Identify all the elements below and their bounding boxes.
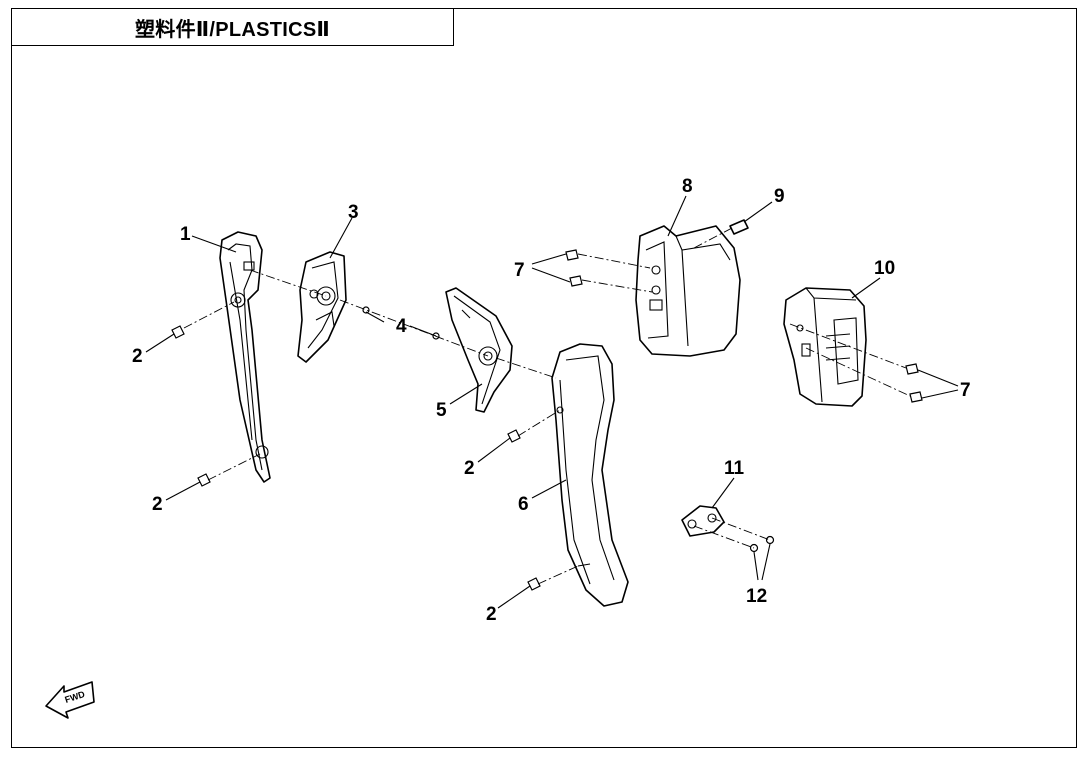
callout-7a: 7 [514,260,525,281]
callout-10: 10 [874,258,895,279]
screws [171,249,923,591]
leader-lines [145,195,959,609]
callout-3: 3 [348,202,359,223]
callout-2a: 2 [132,346,143,367]
callout-2b: 2 [152,494,163,515]
callout-7b: 7 [960,380,971,401]
callout-8: 8 [682,176,693,197]
callout-12: 12 [746,586,767,607]
part-1-side-panel [219,231,271,483]
callout-2d: 2 [486,604,497,625]
page-title: 塑料件Ⅱ/PLASTICSⅡ [134,18,330,41]
title-box: 塑料件Ⅱ/PLASTICSⅡ [11,8,454,46]
part-9-pad [729,219,749,235]
part-10-housing [783,287,867,407]
drawing-frame [11,8,1077,748]
fwd-arrow: FWD [45,681,95,719]
callout-labels: 1 2 2 2 2 3 4 5 6 7 7 8 9 10 11 12 [132,176,971,625]
callout-6: 6 [518,494,529,515]
part-11-plate [681,505,725,537]
callout-9: 9 [774,186,785,207]
part-8-housing [635,225,741,357]
callout-4: 4 [396,316,407,337]
callout-1: 1 [180,224,191,245]
callout-5: 5 [436,400,447,421]
part-5-small-cover [445,287,513,413]
callout-2c: 2 [464,458,475,479]
part-3-bracket-panel [297,251,347,363]
assembly-center-lines [183,227,911,585]
callout-11: 11 [724,458,745,479]
part-6-long-cover [551,343,629,607]
